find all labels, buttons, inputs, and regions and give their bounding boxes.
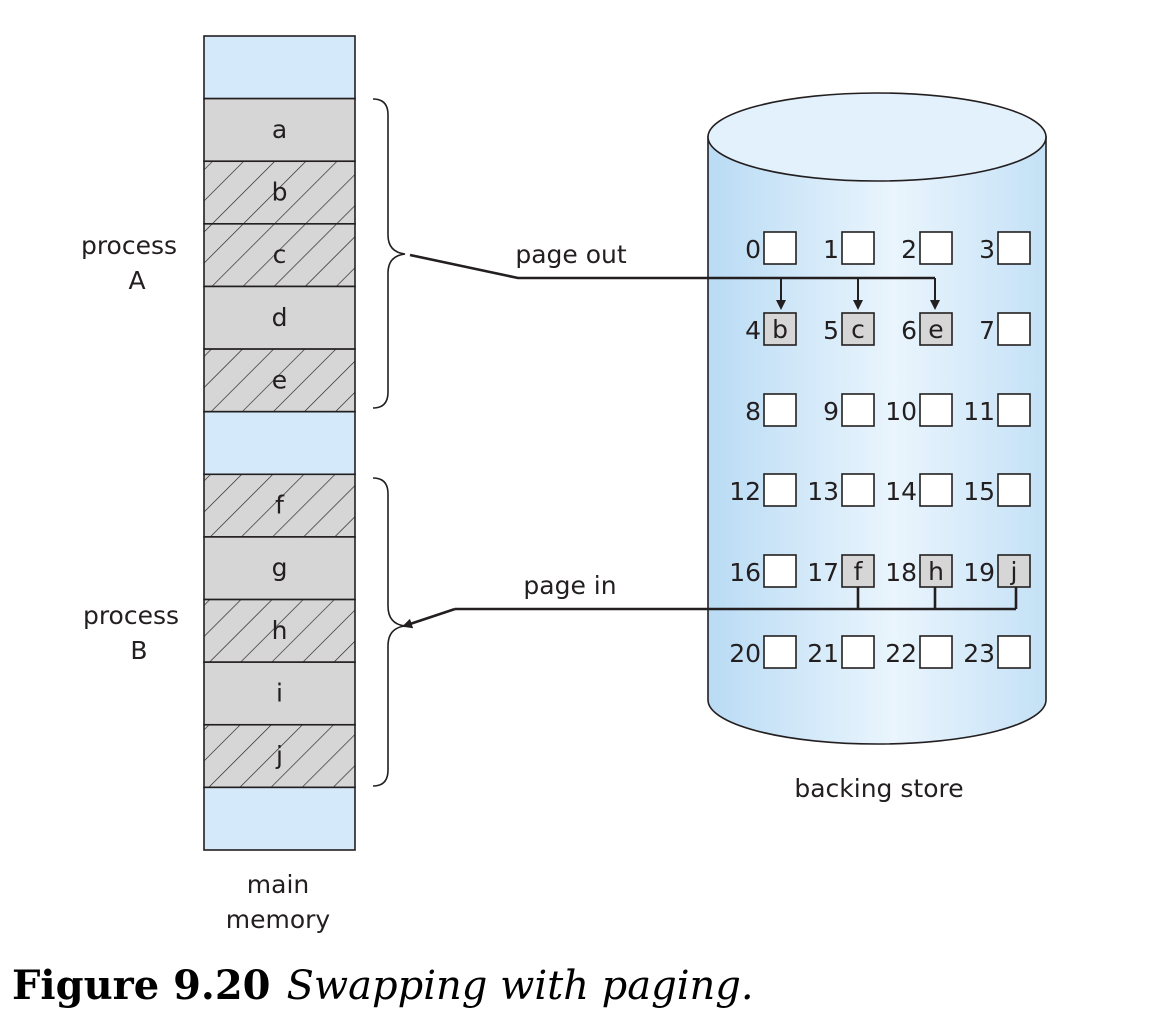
process-a-label-line2: A bbox=[128, 266, 145, 295]
memory-frame-f bbox=[203, 473, 356, 538]
memory-frame-j bbox=[203, 723, 356, 789]
slot-number: 6 bbox=[901, 316, 917, 345]
slot-page-label: j bbox=[1010, 557, 1018, 586]
slot-box-17 bbox=[841, 554, 875, 588]
slot-box-4 bbox=[763, 312, 797, 346]
main-memory-label-line2: memory bbox=[226, 905, 331, 934]
slot-number: 5 bbox=[823, 316, 839, 345]
slot-page-label: f bbox=[854, 557, 864, 586]
slot-box-11 bbox=[997, 393, 1031, 427]
slot-number: 10 bbox=[885, 397, 917, 426]
slot-number: 15 bbox=[963, 477, 995, 506]
memory-frame-label: j bbox=[275, 741, 283, 770]
memory-frame-label: f bbox=[275, 491, 285, 520]
process-a-label-line1: process bbox=[81, 231, 177, 260]
memory-frame-label: i bbox=[276, 678, 283, 707]
slot-number: 19 bbox=[963, 558, 995, 587]
memory-frame-label: g bbox=[272, 553, 288, 582]
slot-number: 17 bbox=[807, 558, 839, 587]
process-b-label-line2: B bbox=[130, 636, 147, 665]
slot-box-16 bbox=[763, 554, 797, 588]
slot-page-label: b bbox=[772, 315, 788, 344]
slot-box-7 bbox=[997, 312, 1031, 346]
slot-page-label: e bbox=[928, 315, 943, 344]
slot-box-2 bbox=[919, 231, 953, 265]
figure-number: Figure 9.20 bbox=[12, 962, 271, 1009]
process-a-brace bbox=[372, 98, 406, 409]
page-in-label: page in bbox=[523, 571, 616, 600]
slot-page-label: c bbox=[851, 315, 865, 344]
slot-box-3 bbox=[997, 231, 1031, 265]
slot-number: 1 bbox=[823, 235, 839, 264]
slot-number: 3 bbox=[979, 235, 995, 264]
process-b-label-line1: process bbox=[83, 601, 179, 630]
backing-store-label: backing store bbox=[794, 774, 963, 803]
slot-number: 16 bbox=[729, 558, 761, 587]
slot-box-12 bbox=[763, 473, 797, 507]
slot-number: 22 bbox=[885, 639, 917, 668]
memory-frame-label: d bbox=[272, 303, 288, 332]
memory-frame-free-6 bbox=[203, 410, 356, 476]
slot-number: 11 bbox=[963, 397, 995, 426]
slot-number: 20 bbox=[729, 639, 761, 668]
slot-number: 12 bbox=[729, 477, 761, 506]
slot-box-13 bbox=[841, 473, 875, 507]
memory-frame-label: a bbox=[272, 115, 287, 144]
slot-number: 21 bbox=[807, 639, 839, 668]
slot-box-6 bbox=[919, 312, 953, 346]
memory-frame-a bbox=[203, 97, 356, 163]
slot-box-22 bbox=[919, 635, 953, 669]
main-memory-label-line1: main bbox=[247, 870, 309, 899]
memory-frame-label: b bbox=[272, 178, 288, 207]
process-b-brace bbox=[372, 477, 406, 787]
slot-number: 2 bbox=[901, 235, 917, 264]
slot-number: 7 bbox=[979, 316, 995, 345]
slot-box-14 bbox=[919, 473, 953, 507]
slot-number: 4 bbox=[745, 316, 761, 345]
slot-box-0 bbox=[763, 231, 797, 265]
slot-box-19 bbox=[997, 554, 1031, 588]
slot-page-label: h bbox=[928, 557, 944, 586]
slot-number: 18 bbox=[885, 558, 917, 587]
memory-frame-free-0 bbox=[203, 35, 356, 100]
slot-box-15 bbox=[997, 473, 1031, 507]
memory-frame-c bbox=[203, 223, 356, 288]
memory-frame-d bbox=[203, 285, 356, 350]
slot-number: 13 bbox=[807, 477, 839, 506]
slot-number: 8 bbox=[745, 397, 761, 426]
slot-box-8 bbox=[763, 393, 797, 427]
memory-frame-free-12 bbox=[203, 786, 356, 851]
slot-number: 9 bbox=[823, 397, 839, 426]
slot-box-23 bbox=[997, 635, 1031, 669]
slot-box-9 bbox=[841, 393, 875, 427]
page-out-arrow bbox=[409, 253, 940, 310]
main-memory-column: a b c d e f g h i j bbox=[203, 35, 356, 851]
page-out-label: page out bbox=[515, 240, 627, 269]
page-in-arrow bbox=[402, 587, 1018, 629]
swapping-diagram: a b c d e f g h i j main memory process A process… bbox=[81, 35, 1047, 934]
memory-frame-b bbox=[203, 160, 356, 225]
figure-title: Swapping with paging. bbox=[286, 963, 754, 1009]
memory-frame-h bbox=[203, 598, 356, 663]
figure-caption: Figure 9.20 Swapping with paging. bbox=[12, 962, 754, 1009]
slot-number: 14 bbox=[885, 477, 917, 506]
slot-box-1 bbox=[841, 231, 875, 265]
memory-frame-label: h bbox=[272, 616, 288, 645]
memory-frame-label: c bbox=[273, 240, 287, 269]
slot-box-20 bbox=[763, 635, 797, 669]
slot-box-21 bbox=[841, 635, 875, 669]
backing-store-cylinder bbox=[707, 92, 1047, 745]
slot-box-10 bbox=[919, 393, 953, 427]
slot-number: 23 bbox=[963, 639, 995, 668]
slot-number: 0 bbox=[745, 235, 761, 264]
slot-box-5 bbox=[841, 312, 875, 346]
memory-frame-label: e bbox=[272, 365, 287, 394]
